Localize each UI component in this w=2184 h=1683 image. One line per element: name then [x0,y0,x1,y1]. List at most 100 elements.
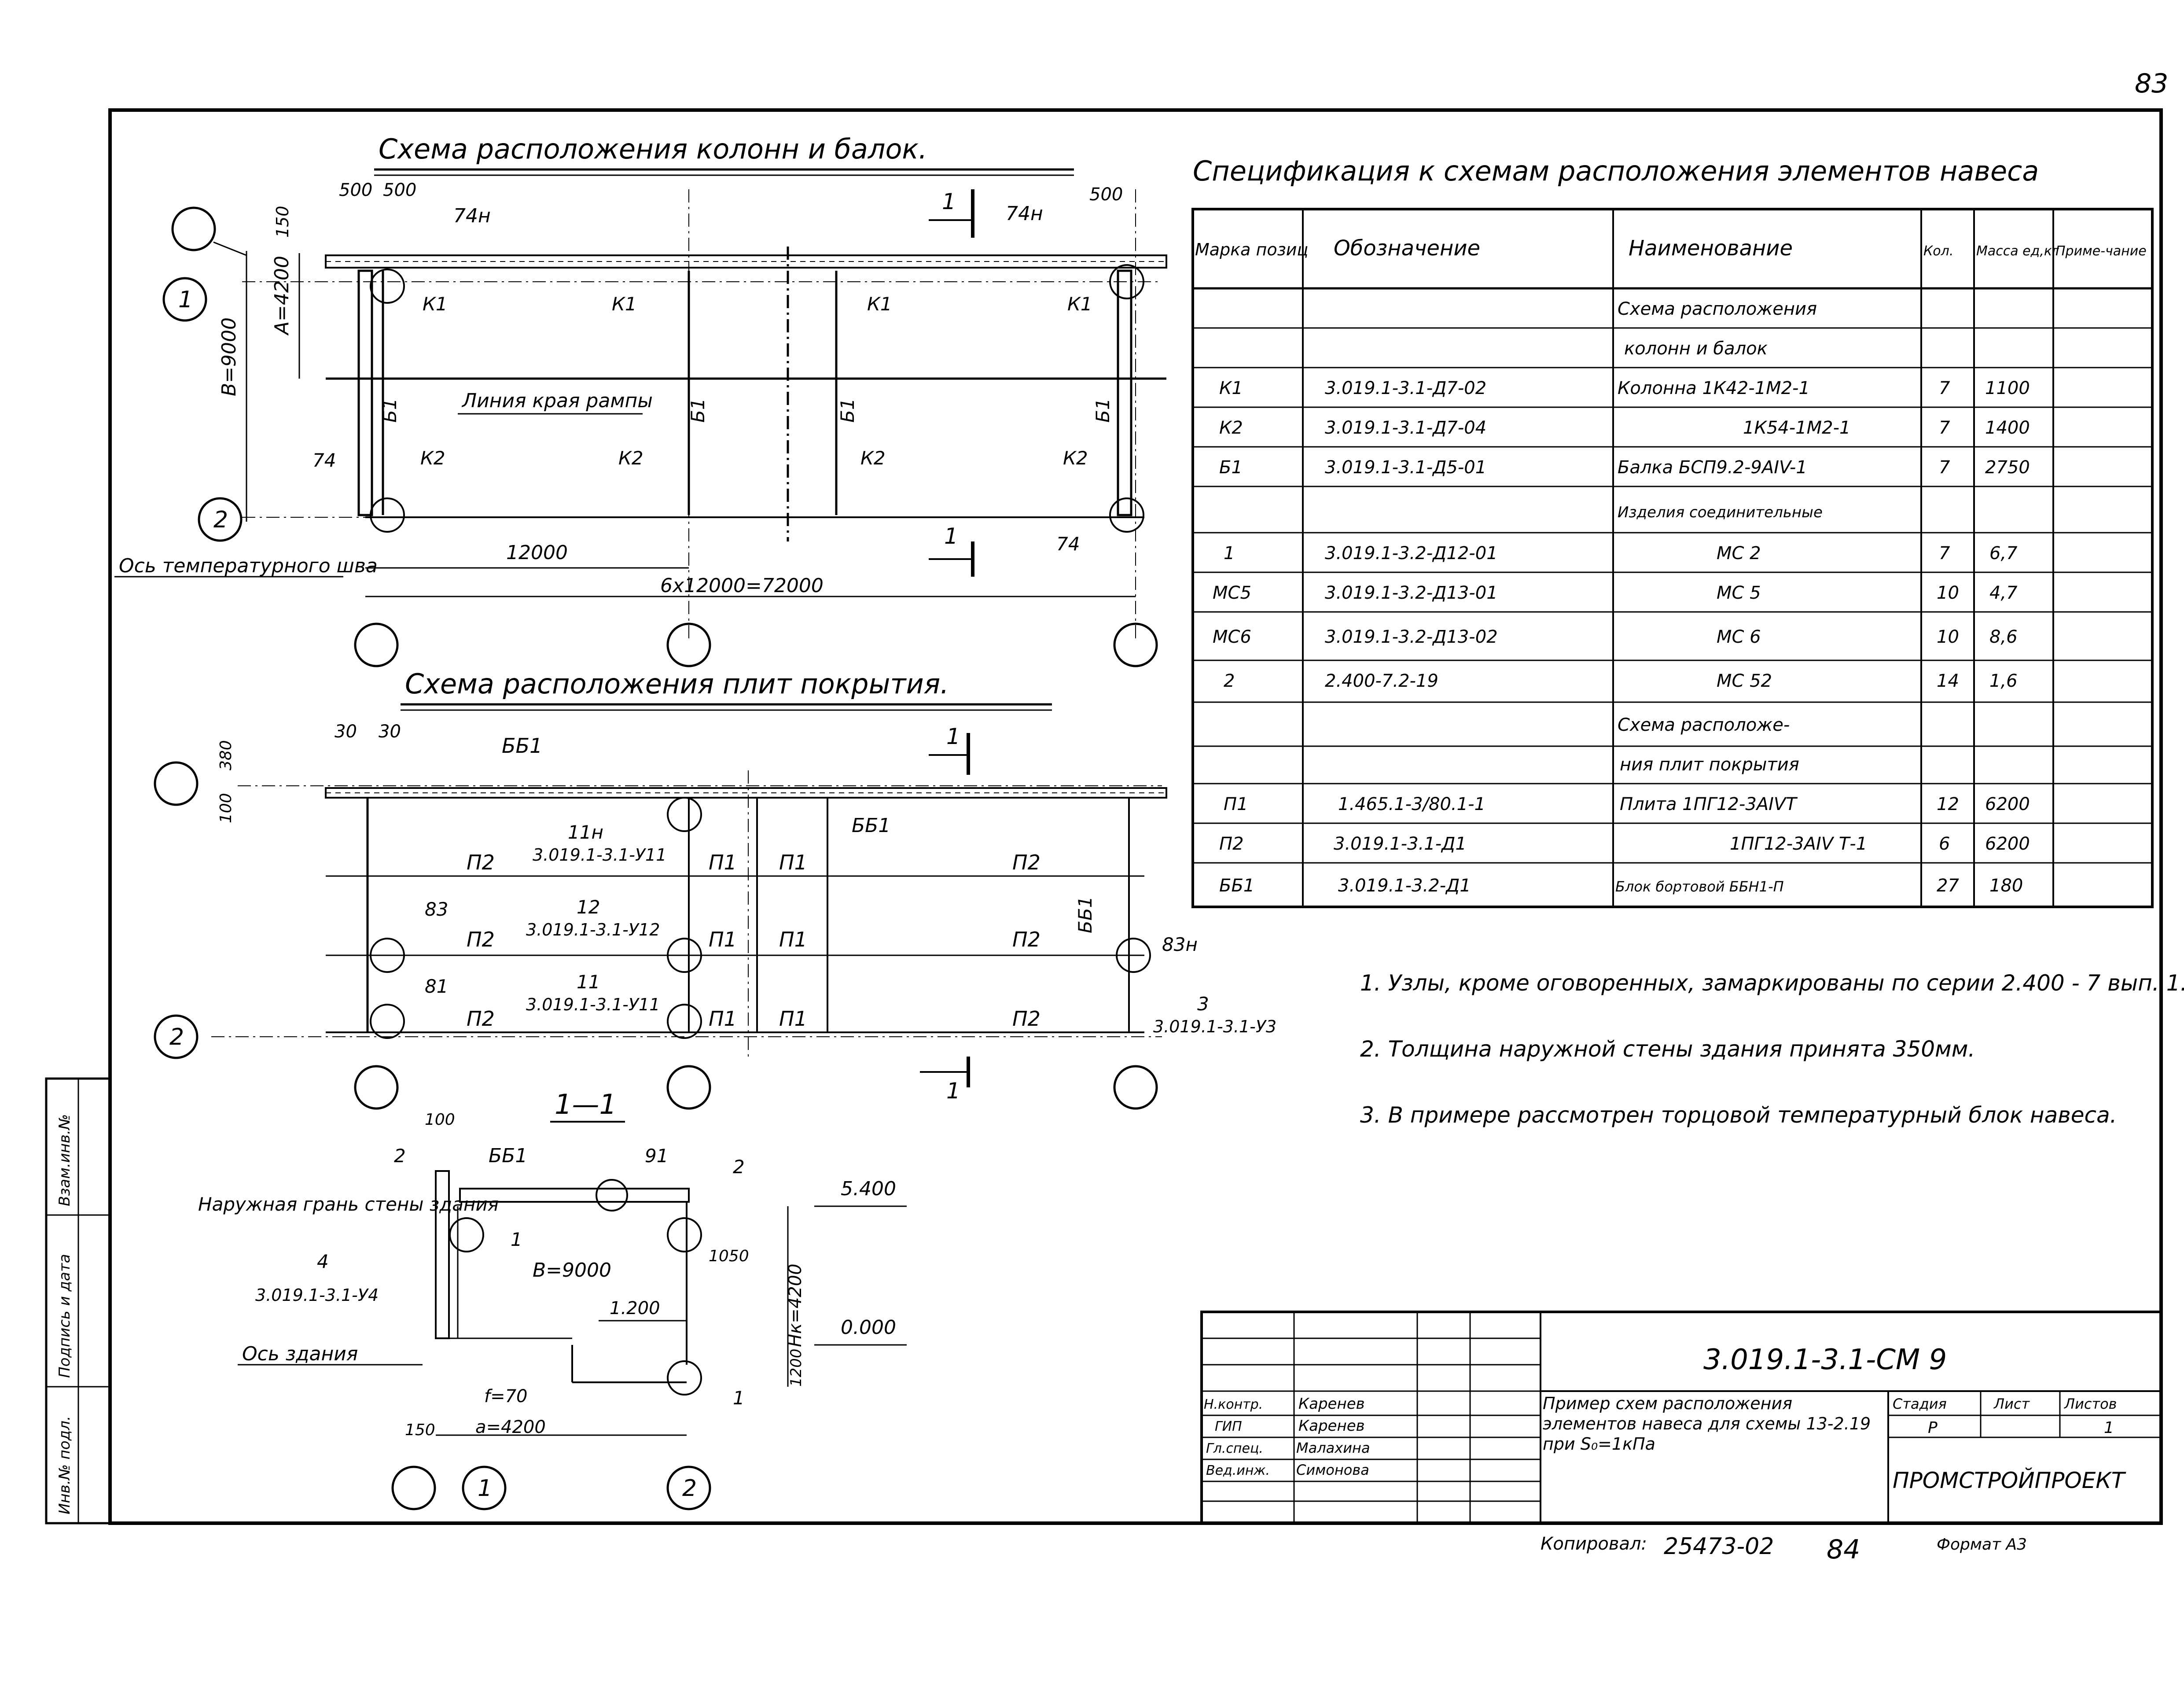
svg-text:2: 2 [733,1156,745,1178]
svg-text:3.019.1-3.1-Д1: 3.019.1-3.1-Д1 [1334,834,1467,854]
svg-text:100: 100 [425,1111,455,1129]
svg-text:2: 2 [682,1475,697,1502]
svg-text:К1: К1 [1219,378,1243,398]
svg-text:ББ1: ББ1 [852,814,890,837]
svg-text:3.019.1-3.1-У11: 3.019.1-3.1-У11 [526,995,660,1014]
svg-text:П1: П1 [779,851,807,874]
notes: 1. Узлы, кроме оговоренных, замаркирован… [1360,970,2184,1128]
svg-text:74: 74 [313,449,336,471]
outer-face-label: Наружная грань стены здания [198,1193,499,1215]
specification-table: Спецификация к схемам расположения элеме… [1191,155,2154,908]
scheme-columns-title: Схема расположения колонн и балок. [379,133,927,165]
svg-text:Инв.№ подл.: Инв.№ подл. [56,1416,74,1514]
svg-text:К1: К1 [867,293,892,315]
svg-text:П1: П1 [709,1007,737,1031]
scheme-plates-title: Схема расположения плит покрытия. [405,668,949,700]
svg-text:14: 14 [1937,671,1959,691]
svg-text:Копировал:: Копировал: [1541,1534,1647,1554]
svg-text:Б1: Б1 [379,398,401,423]
svg-text:К2: К2 [1063,447,1088,469]
svg-text:12: 12 [1937,794,1959,814]
svg-text:Изделия соединительные: Изделия соединительные [1618,504,1823,521]
svg-text:Каренев: Каренев [1298,1395,1365,1413]
svg-text:3.019.1-3.1-Д7-02: 3.019.1-3.1-Д7-02 [1325,378,1486,398]
svg-text:Кол.: Кол. [1923,243,1953,259]
svg-text:ББ1: ББ1 [1074,896,1096,933]
svg-text:6,7: 6,7 [1989,543,2018,563]
svg-text:83: 83 [425,899,448,920]
svg-text:7: 7 [1939,457,1950,478]
svg-text:3.019.1-3.1-Д5-01: 3.019.1-3.1-Д5-01 [1325,457,1486,478]
svg-text:3.019.1-3.1-У3: 3.019.1-3.1-У3 [1153,1017,1276,1036]
svg-text:1: 1 [178,287,193,313]
svg-text:8,6: 8,6 [1989,627,2018,647]
svg-text:2: 2 [169,1024,184,1050]
svg-text:1,6: 1,6 [1989,671,2018,691]
svg-text:Hк=4200: Hк=4200 [785,1263,805,1347]
svg-text:МС6: МС6 [1213,627,1251,647]
svg-text:6200: 6200 [1985,834,2030,854]
axis-bubble-1 [162,277,207,322]
svg-text:2: 2 [213,507,228,533]
svg-text:1К54-1М2-1: 1К54-1М2-1 [1743,418,1850,438]
svg-text:МС 6: МС 6 [1717,627,1761,647]
svg-text:11: 11 [577,971,600,993]
svg-text:5.400: 5.400 [841,1178,896,1200]
svg-text:12: 12 [577,896,600,918]
svg-text:4,7: 4,7 [1989,583,2018,603]
svg-text:81: 81 [425,976,448,997]
svg-text:Формат А3: Формат А3 [1937,1536,2027,1554]
svg-text:6: 6 [1939,834,1950,854]
svg-text:500: 500 [1089,184,1123,205]
svg-text:7: 7 [1939,378,1950,398]
svg-text:380: 380 [217,740,235,770]
svg-text:30: 30 [335,722,357,742]
section-1-1: 1—1 100 2 ББ1 91 2 Наружная грань стены … [198,1088,907,1510]
svg-text:150: 150 [273,206,292,238]
scheme-roof-plates: Схема расположения плит покрытия. 30 30 … [154,668,1276,1110]
svg-text:1: 1 [478,1475,492,1502]
svg-text:0.000: 0.000 [841,1316,896,1339]
svg-text:К2: К2 [860,447,886,469]
svg-text:3.019.1-3.2-Д12-01: 3.019.1-3.2-Д12-01 [1325,543,1498,563]
svg-text:f=70: f=70 [484,1386,528,1407]
title-block: 3.019.1-3.1-СМ 9 Н.контр. ГИП Гл.спец. В… [1200,1311,2162,1525]
svg-text:10: 10 [1937,627,1959,647]
svg-text:1. Узлы, кроме оговоренных, за: 1. Узлы, кроме оговоренных, замаркирован… [1360,970,2184,996]
svg-text:2.400-7.2-19: 2.400-7.2-19 [1325,671,1438,691]
svg-text:ния плит покрытия: ния плит покрытия [1620,755,1799,775]
axis-bubble-2 [154,1014,199,1059]
svg-text:1.200: 1.200 [610,1298,660,1318]
svg-text:500: 500 [383,180,416,200]
svg-text:П1: П1 [779,1007,807,1031]
svg-text:1: 1 [946,724,960,749]
svg-text:Листов: Листов [2064,1396,2117,1412]
svg-text:Б1: Б1 [837,398,858,423]
svg-text:К1: К1 [612,293,637,315]
svg-text:150: 150 [405,1421,435,1439]
svg-text:1100: 1100 [1985,378,2030,398]
svg-text:1: 1 [733,1387,745,1409]
svg-text:74н: 74н [453,205,491,227]
svg-text:7: 7 [1939,543,1950,563]
svg-text:2: 2 [1224,671,1235,691]
svg-text:ГИП: ГИП [1215,1419,1242,1434]
sheet-frame [108,108,2163,1525]
svg-text:2: 2 [394,1145,406,1167]
axis-bubble-2 [198,497,243,542]
svg-text:74н: 74н [1006,203,1043,225]
svg-text:B=9000: B=9000 [533,1259,611,1282]
svg-text:П2: П2 [1219,834,1244,854]
svg-text:3.019.1-3.1-У12: 3.019.1-3.1-У12 [526,920,660,939]
svg-text:3.019.1-3.1-Д7-04: 3.019.1-3.1-Д7-04 [1325,418,1486,438]
svg-text:Взам.инв.№: Взам.инв.№ [56,1114,74,1206]
svg-text:1050: 1050 [709,1247,749,1265]
spec-title: Спецификация к схемам расположения элеме… [1193,155,2039,187]
svg-text:91: 91 [645,1145,668,1167]
svg-text:11н: 11н [568,821,603,843]
svg-text:П2: П2 [1012,1007,1041,1031]
svg-text:Б1: Б1 [1092,398,1114,423]
svg-text:Б1: Б1 [687,398,709,423]
svg-text:Каренев: Каренев [1298,1417,1365,1435]
